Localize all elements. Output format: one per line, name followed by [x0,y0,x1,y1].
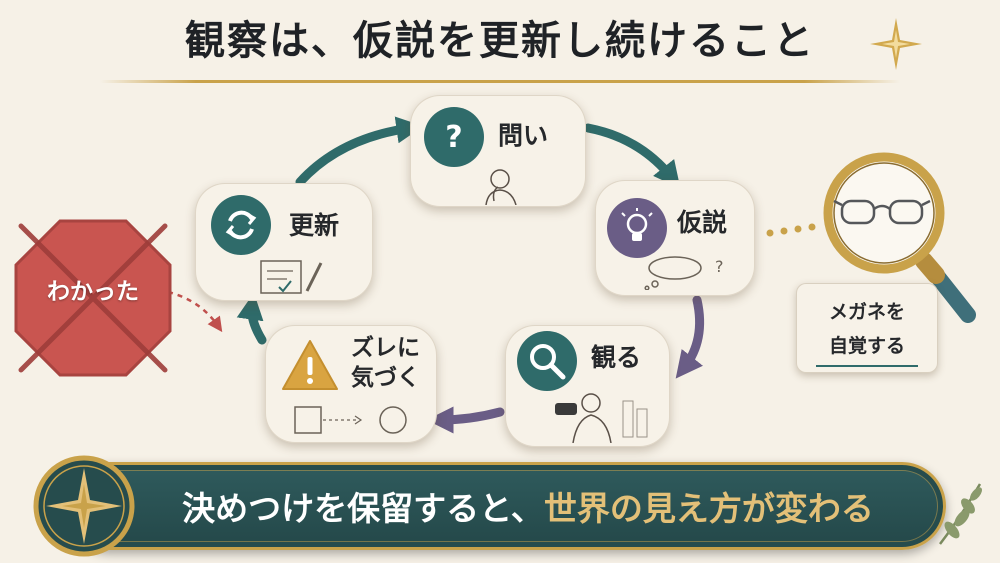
shape-mismatch-icon [294,406,407,434]
compass-star-icon [33,455,135,557]
bottom-banner [66,462,946,550]
note-card: メガネを 自覚する [796,283,938,373]
note-line2: 自覚する [828,335,905,357]
arrow-notice-to-update [236,292,267,345]
node-observe: 観る [505,325,670,447]
arrow-update-to-question [295,116,424,187]
warning-icon [279,337,341,393]
note-underline [816,365,918,367]
glasses-magnifier-icon [823,152,976,323]
note-line1: メガネを [828,301,905,323]
arrow-observe-to-notice [426,406,505,434]
page-title: 観察は、仮説を更新し続けること [185,17,815,64]
svg-text:?: ? [715,257,724,276]
node-question-label: 問い [498,121,549,150]
stop-sign-label: わかった [47,279,139,305]
arrow-question-to-hypothesis [583,123,681,189]
laurel-branch-icon [939,483,982,545]
magnifier-icon [517,331,577,391]
sparkle-star-icon [870,18,922,70]
dotted-link-glasses [766,223,816,237]
lightbulb-icon [607,198,667,258]
node-notice: ズレに 気づく [265,325,437,443]
node-question: ? 問い [410,95,586,207]
banner-text-part2: 世界の見え方が変わる [543,489,874,528]
node-observe-label: 観る [591,343,642,372]
banner-text-part1: 決めつけを保留すると、 [182,489,544,528]
question-bubble-icon: ? [424,107,484,167]
node-hypothesis-label: 仮説 [677,208,728,237]
refresh-icon [211,195,271,255]
node-hypothesis: 仮説 ? [595,180,755,296]
title-underline [100,80,900,83]
arrow-stop-to-update [167,290,223,333]
stop-sign-icon [14,219,172,377]
banner-text: 決めつけを保留すると、世界の見え方が変わる [138,470,918,542]
person-binoculars-icon [555,393,648,443]
thought-cloud-icon: ? [644,256,724,290]
checklist-pencil-icon [260,260,323,294]
node-notice-label-line2: 気づく [351,365,420,391]
node-notice-label-line1: ズレに [351,335,420,361]
thinking-person-icon [485,169,517,205]
node-update: 更新 [195,183,373,301]
node-update-label: 更新 [289,211,340,240]
svg-text:?: ? [445,120,462,155]
arrow-hypothesis-to-observe [675,295,705,379]
